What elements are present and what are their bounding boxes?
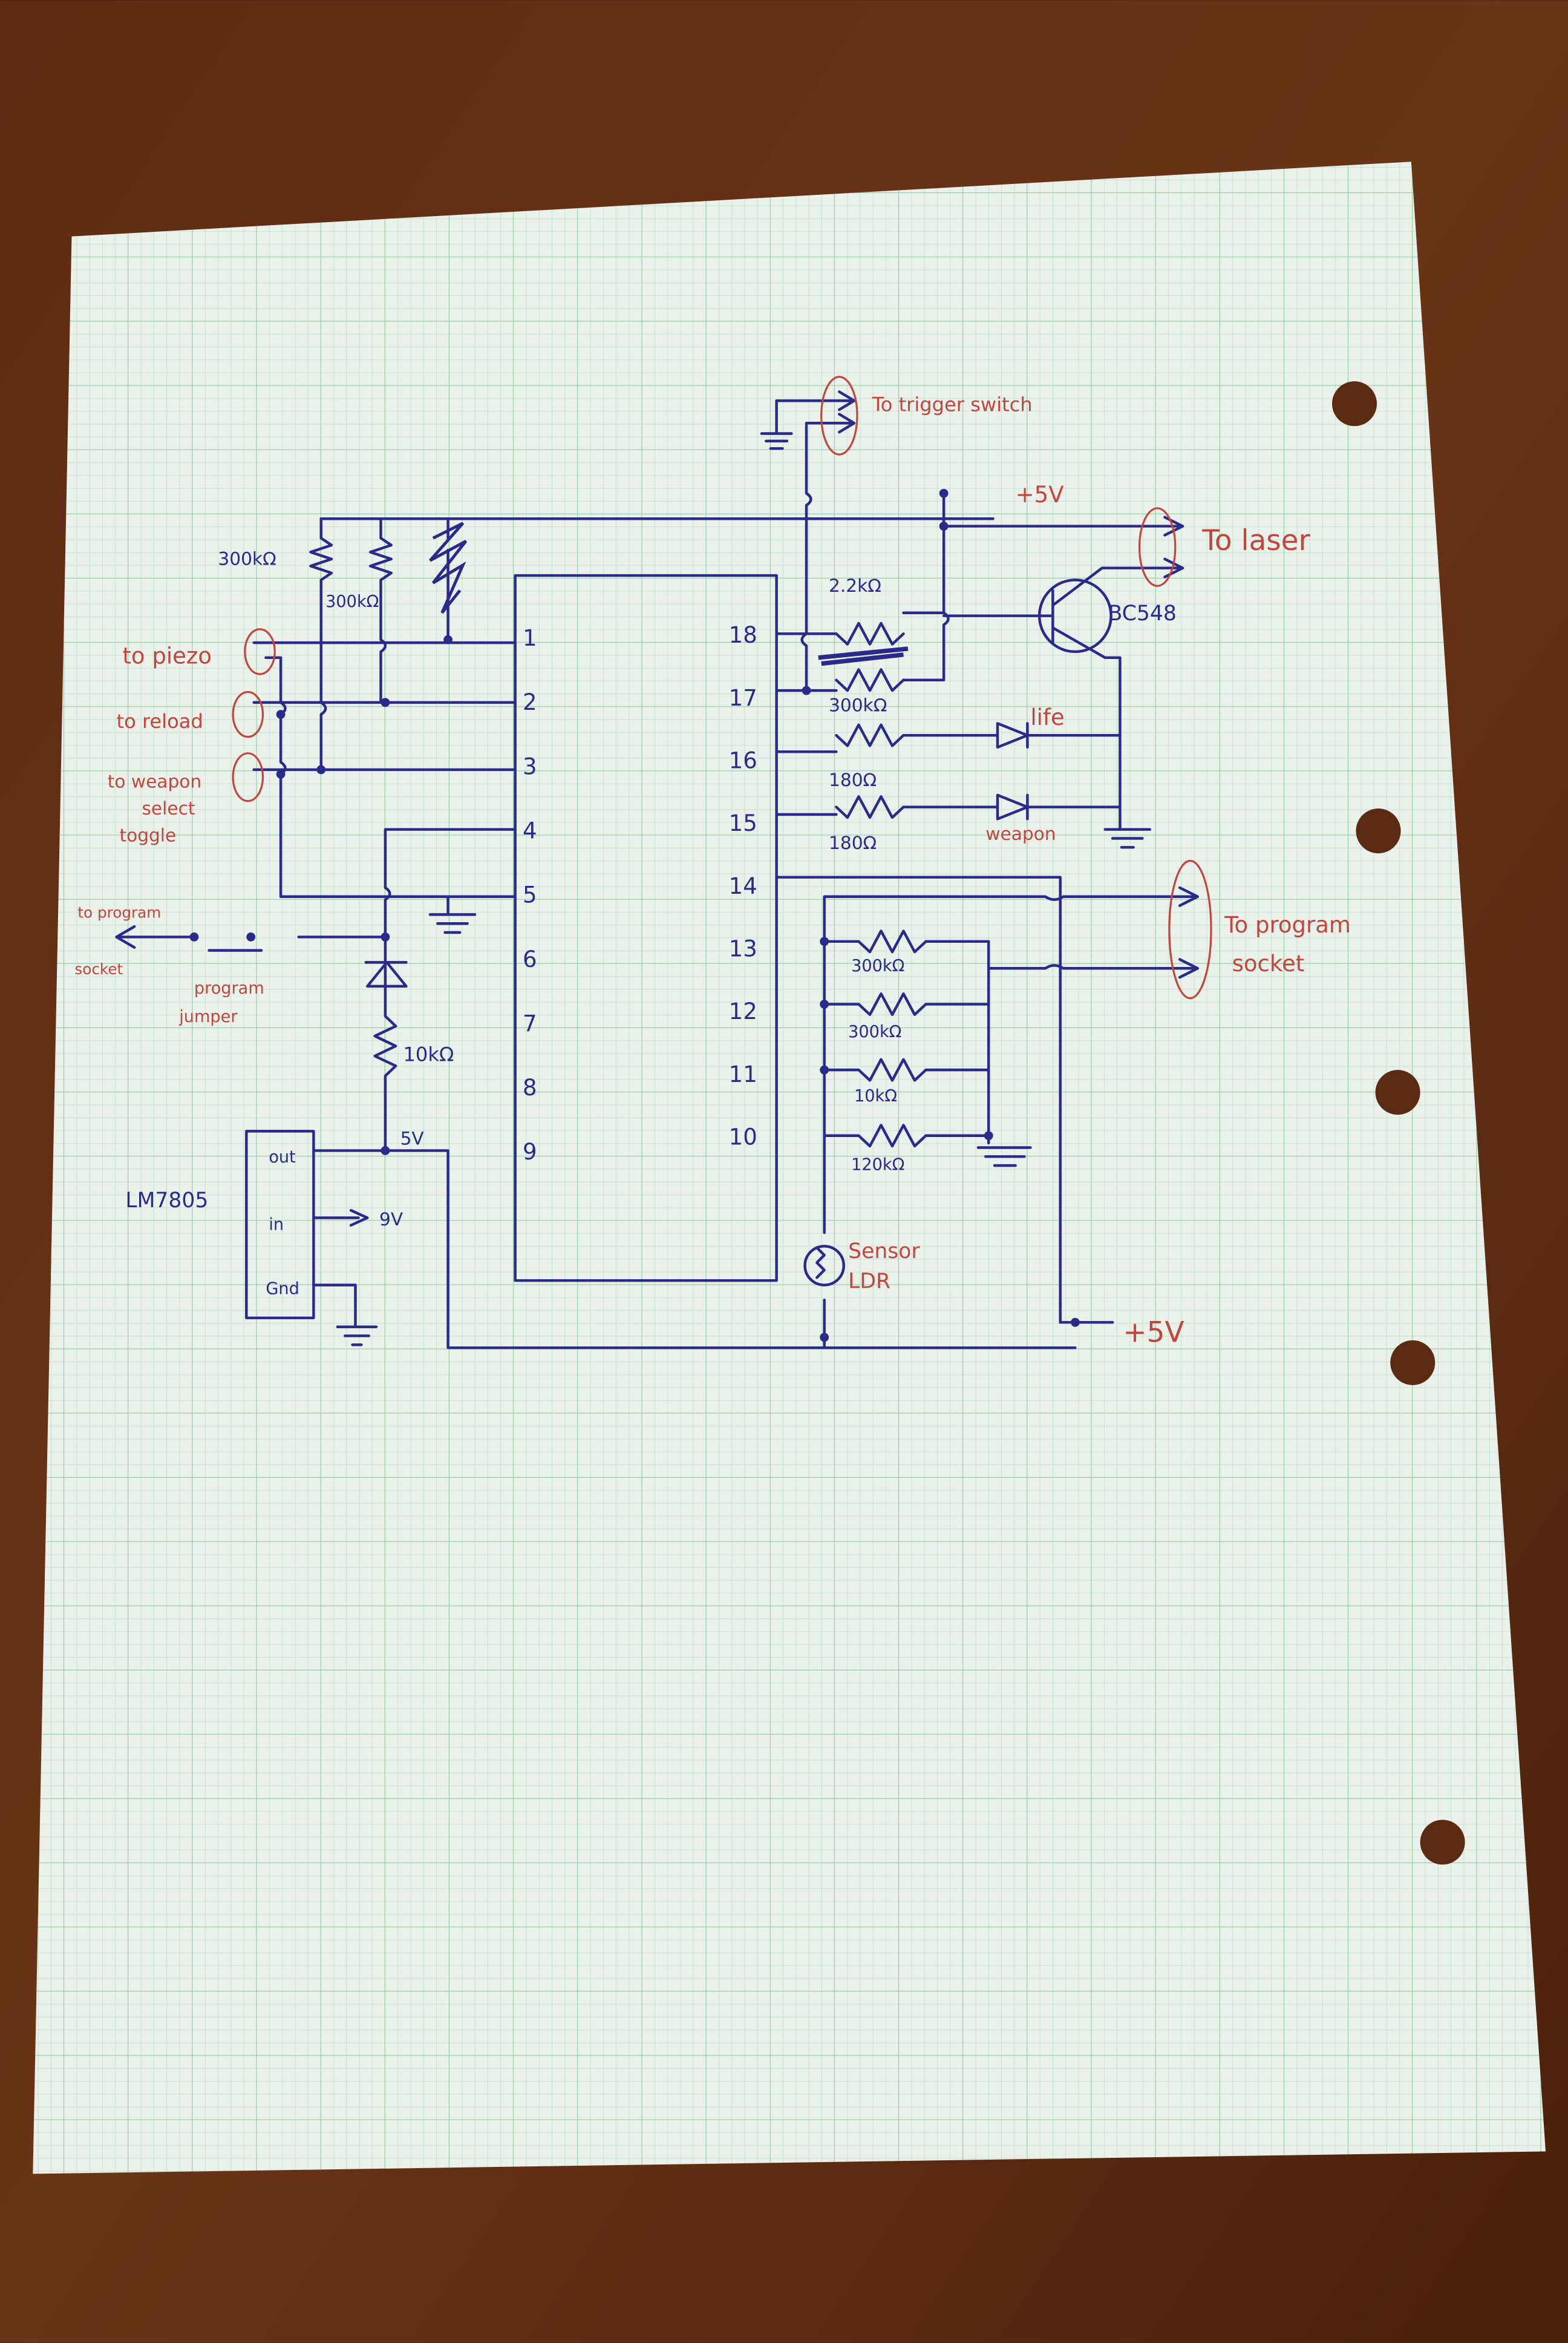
resistor-label: 300kΩ (325, 592, 379, 611)
connector-outlines (232, 376, 1212, 1000)
ic-pin-8: 8 (523, 1075, 537, 1101)
regulator-gnd-pin: Gnd (266, 1279, 299, 1298)
resistor-symbol (857, 929, 927, 954)
resistor-label: 10kΩ (854, 1087, 897, 1106)
resistor-symbol (835, 723, 905, 747)
program-jumper-label-2: jumper (178, 1008, 238, 1026)
ldr-label: LDR (848, 1270, 890, 1294)
resistor-label: 300kΩ (218, 549, 276, 569)
resistor-label: 10kΩ (403, 1043, 454, 1066)
resistor-label: 300kΩ (848, 1023, 901, 1041)
ic-pin-12: 12 (729, 998, 757, 1024)
resistor-symbol (835, 668, 905, 692)
life-led-label: life (1030, 704, 1064, 730)
junction-dots (189, 488, 1080, 1342)
resistor-label: 180Ω (829, 833, 877, 853)
regulator-out-pin: out (269, 1148, 295, 1167)
resistor-symbol (373, 1015, 397, 1078)
reload-label: to reload (117, 710, 203, 733)
weapon-led-label: weapon (985, 824, 1056, 844)
program-socket-right-label: To program (1224, 912, 1351, 938)
ic-pin-1: 1 (523, 625, 537, 651)
9v-label: 9V (379, 1209, 403, 1230)
ic-pin-6: 6 (523, 946, 537, 972)
5v-label: 5V (400, 1129, 425, 1149)
ic-pin-14: 14 (729, 873, 757, 899)
ic-pin-11: 11 (729, 1061, 757, 1087)
ic-pin-2: 2 (523, 689, 537, 715)
regulator-in-pin: in (269, 1215, 284, 1234)
resistor-label: 180Ω (829, 770, 877, 790)
program-socket-right-label-2: socket (1232, 951, 1305, 977)
resistor-symbol (835, 621, 905, 646)
resistor-symbol (857, 1124, 927, 1148)
ic-pin-13: 13 (729, 936, 757, 962)
resistor-label: 120kΩ (851, 1156, 904, 1175)
plus5v-bottom-label: +5V (1123, 1316, 1184, 1349)
resistor-symbol (309, 537, 333, 582)
scribbled-out-component (429, 522, 468, 614)
weapon-toggle-label-3: toggle (119, 825, 176, 845)
program-jumper-label: program (194, 979, 264, 998)
resistor-label: 300kΩ (829, 695, 887, 716)
program-socket-left-label: to program (77, 903, 161, 921)
plus5v-top-label: +5V (1016, 482, 1065, 508)
resistor-symbol (857, 992, 927, 1017)
resistor-label: 2.2kΩ (829, 575, 881, 596)
resistor-symbol (857, 1058, 927, 1082)
ic-pin-4: 4 (523, 818, 537, 844)
ic-pin-9: 9 (523, 1139, 537, 1165)
ic-pin-7: 7 (523, 1011, 537, 1037)
microcontroller-ic (514, 574, 778, 1282)
scribbled-out-label (818, 646, 909, 666)
ic-pin-16: 16 (729, 747, 757, 773)
ic-pin-10: 10 (729, 1124, 757, 1150)
punch-holes (1331, 381, 1465, 1865)
laser-label: To laser (1201, 524, 1310, 557)
ic-pin-5: 5 (523, 882, 537, 908)
ic-pin-3: 3 (523, 753, 537, 779)
trigger-switch-label: To trigger switch (872, 393, 1033, 416)
ic-pin-15: 15 (729, 810, 757, 836)
resistor-symbol (835, 795, 905, 819)
ic-pin-17: 17 (729, 685, 757, 711)
paper-grid (33, 162, 1546, 2174)
transistor-label: BC548 (1108, 601, 1177, 626)
program-socket-left-label-2: socket (74, 960, 123, 978)
resistor-label: 300kΩ (851, 957, 904, 975)
regulator-label: LM7805 (125, 1188, 208, 1213)
weapon-toggle-label-2: select (142, 798, 195, 819)
resistor-symbol (368, 537, 393, 582)
piezo-label: to piezo (122, 643, 212, 669)
weapon-toggle-label: to weapon (108, 772, 201, 792)
sensor-label: Sensor (848, 1239, 920, 1263)
ic-pin-18: 18 (729, 622, 757, 648)
